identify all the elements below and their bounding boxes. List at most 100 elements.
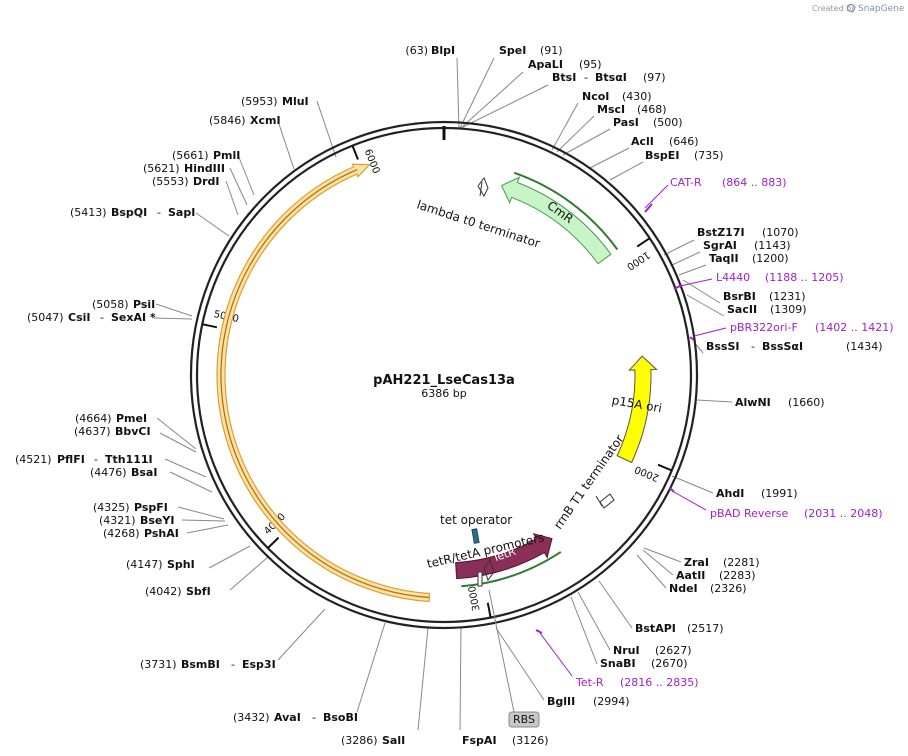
- site-sep-bsssi: -: [751, 340, 755, 353]
- site-name-csii[interactable]: CsiI: [68, 311, 90, 324]
- site-name2-bsssi[interactable]: BssSαI: [762, 340, 803, 353]
- primer-bar-tet-r[interactable]: [535, 629, 543, 634]
- tetr-feature-arrow[interactable]: [455, 532, 553, 580]
- site-name-hindiii[interactable]: HindIII: [184, 162, 225, 175]
- site-leader-line: [177, 506, 225, 520]
- primer-name-cat-r[interactable]: CAT-R: [670, 176, 702, 189]
- site-name-xcmi[interactable]: XcmI: [250, 114, 281, 127]
- site-sep-avai: -: [312, 711, 316, 724]
- site-name2-csii[interactable]: SexAI *: [111, 311, 156, 324]
- site-name-ndei[interactable]: NdeI: [669, 582, 698, 595]
- tet-promoter-icon[interactable]: [483, 558, 495, 582]
- lambda-t0-terminator-icon[interactable]: [477, 176, 489, 198]
- site-pos-bstz17i: (1070): [762, 226, 799, 239]
- rrnb-t1-terminator-icon[interactable]: [595, 493, 615, 509]
- site-name-sgrai[interactable]: SgrAI: [703, 239, 737, 252]
- site-pos-pasi: (500): [653, 116, 683, 129]
- primer-name-pbad-reverse[interactable]: pBAD Reverse: [710, 507, 788, 520]
- site-sep-csii: -: [100, 311, 104, 324]
- site-name-drdi[interactable]: DrdI: [193, 175, 220, 188]
- site-name2-btsi[interactable]: BtsαI: [595, 71, 627, 84]
- site-name-pmli[interactable]: PmlI: [213, 149, 240, 162]
- site-leader-line: [229, 556, 269, 591]
- p15a-ori-feature-arrow[interactable]: [616, 355, 658, 464]
- site-leader-line: [417, 627, 429, 731]
- site-name-ncoi[interactable]: NcoI: [582, 90, 609, 103]
- snapgene-logo-icon: [846, 3, 856, 13]
- site-name-aatii[interactable]: AatII: [676, 569, 705, 582]
- tetr-green-line: [461, 551, 562, 588]
- site-name-sacii[interactable]: SacII: [727, 303, 757, 316]
- site-pos-ncoi: (430): [622, 90, 652, 103]
- site-name-blpi[interactable]: BlpI: [431, 44, 455, 57]
- site-name-sali[interactable]: SalI: [382, 734, 405, 747]
- site-name-pmei[interactable]: PmeI: [116, 412, 147, 425]
- site-name-snabi[interactable]: SnaBI: [600, 657, 636, 670]
- site-pos-fspai: (3126): [512, 734, 549, 747]
- site-leader-line: [277, 120, 295, 170]
- site-name-nrui[interactable]: NruI: [613, 644, 640, 657]
- site-name-fspai[interactable]: FspAI: [462, 734, 497, 747]
- site-name-pspfi[interactable]: PspFI: [134, 501, 168, 514]
- site-name2-pflfi[interactable]: Tth111I: [105, 453, 153, 466]
- site-name-ahdi[interactable]: AhdI: [716, 487, 744, 500]
- site-name-bbvci[interactable]: BbvCI: [115, 425, 151, 438]
- site-name-bstz17i[interactable]: BstZ17I: [697, 226, 745, 239]
- primer-bar-pbr322ori-f[interactable]: [689, 336, 695, 341]
- site-name-pshai[interactable]: PshAI: [144, 527, 179, 540]
- rbs-badge[interactable]: [508, 711, 540, 728]
- primer-leader-l4440: [679, 278, 713, 287]
- site-name-sphi[interactable]: SphI: [167, 558, 195, 571]
- site-name-psii[interactable]: PsiI: [133, 298, 155, 311]
- site-pos-csii: (5047): [27, 311, 64, 324]
- site-name-acli[interactable]: AclI: [631, 135, 654, 148]
- tet-operator-box[interactable]: [471, 528, 480, 544]
- site-name-mlui[interactable]: MluI: [282, 95, 309, 108]
- site-name-pflfi[interactable]: PflFI: [57, 453, 85, 466]
- site-pos-pmli: (5661): [172, 149, 209, 162]
- site-name-apali[interactable]: ApaLI: [528, 58, 563, 71]
- site-name-msci[interactable]: MscI: [597, 103, 625, 116]
- site-name-bspei[interactable]: BspEI: [645, 149, 679, 162]
- site-name-pasi[interactable]: PasI: [613, 116, 639, 129]
- site-pos-snabi: (2670): [651, 657, 688, 670]
- site-name-bsmbi[interactable]: BsmBI: [181, 658, 220, 671]
- backbone-feature-arrow[interactable]: [216, 163, 431, 603]
- site-name-zrai[interactable]: ZraI: [684, 556, 709, 569]
- site-leader-line: [678, 264, 707, 276]
- primer-bar-pbad-reverse[interactable]: [669, 487, 675, 493]
- site-pos-spei: (91): [540, 44, 563, 57]
- site-name-bseyi[interactable]: BseYI: [140, 514, 174, 527]
- site-leader-line: [460, 71, 524, 129]
- site-name2-avai[interactable]: BsoBI: [323, 711, 358, 724]
- site-leader-line: [570, 596, 598, 665]
- site-name-bglii[interactable]: BglII: [547, 695, 575, 708]
- tick-label-1000: 1000: [624, 249, 651, 272]
- cmr-feature-arrow[interactable]: [500, 176, 612, 265]
- site-name-bsssi[interactable]: BssSI: [706, 340, 740, 353]
- site-name-bstapi[interactable]: BstAPI: [635, 622, 676, 635]
- site-name-bsai[interactable]: BsaI: [131, 466, 157, 479]
- primer-bar-cat-r[interactable]: [644, 203, 653, 213]
- tick-label-3000: 3000: [467, 585, 483, 612]
- site-name2-bsmbi[interactable]: Esp3I: [242, 658, 276, 671]
- site-pos-bbvci: (4637): [74, 425, 111, 438]
- primer-name-pbr322ori-f[interactable]: pBR322ori-F: [730, 321, 798, 334]
- site-pos-xcmi: (5846): [209, 114, 246, 127]
- site-leader-line: [459, 627, 462, 731]
- site-name-taqii[interactable]: TaqII: [709, 252, 739, 265]
- site-name-bspqi[interactable]: BspQI: [111, 206, 147, 219]
- site-name-sbfi[interactable]: SbfI: [186, 585, 211, 598]
- primer-leader-tet-r: [539, 632, 573, 677]
- site-name-btsi[interactable]: BtsI: [552, 71, 576, 84]
- site-name-spei[interactable]: SpeI: [499, 44, 526, 57]
- site-name2-bspqi[interactable]: SapI: [168, 206, 195, 219]
- site-leader-line: [152, 317, 193, 320]
- primer-name-tet-r[interactable]: Tet-R: [575, 676, 604, 689]
- site-name-avai[interactable]: AvaI: [274, 711, 301, 724]
- primer-name-l4440[interactable]: L4440: [716, 271, 750, 284]
- primer-leader-pbad-reverse: [673, 491, 707, 511]
- site-name-alwni[interactable]: AlwNI: [735, 396, 771, 409]
- site-name-bsrbi[interactable]: BsrBI: [723, 290, 756, 303]
